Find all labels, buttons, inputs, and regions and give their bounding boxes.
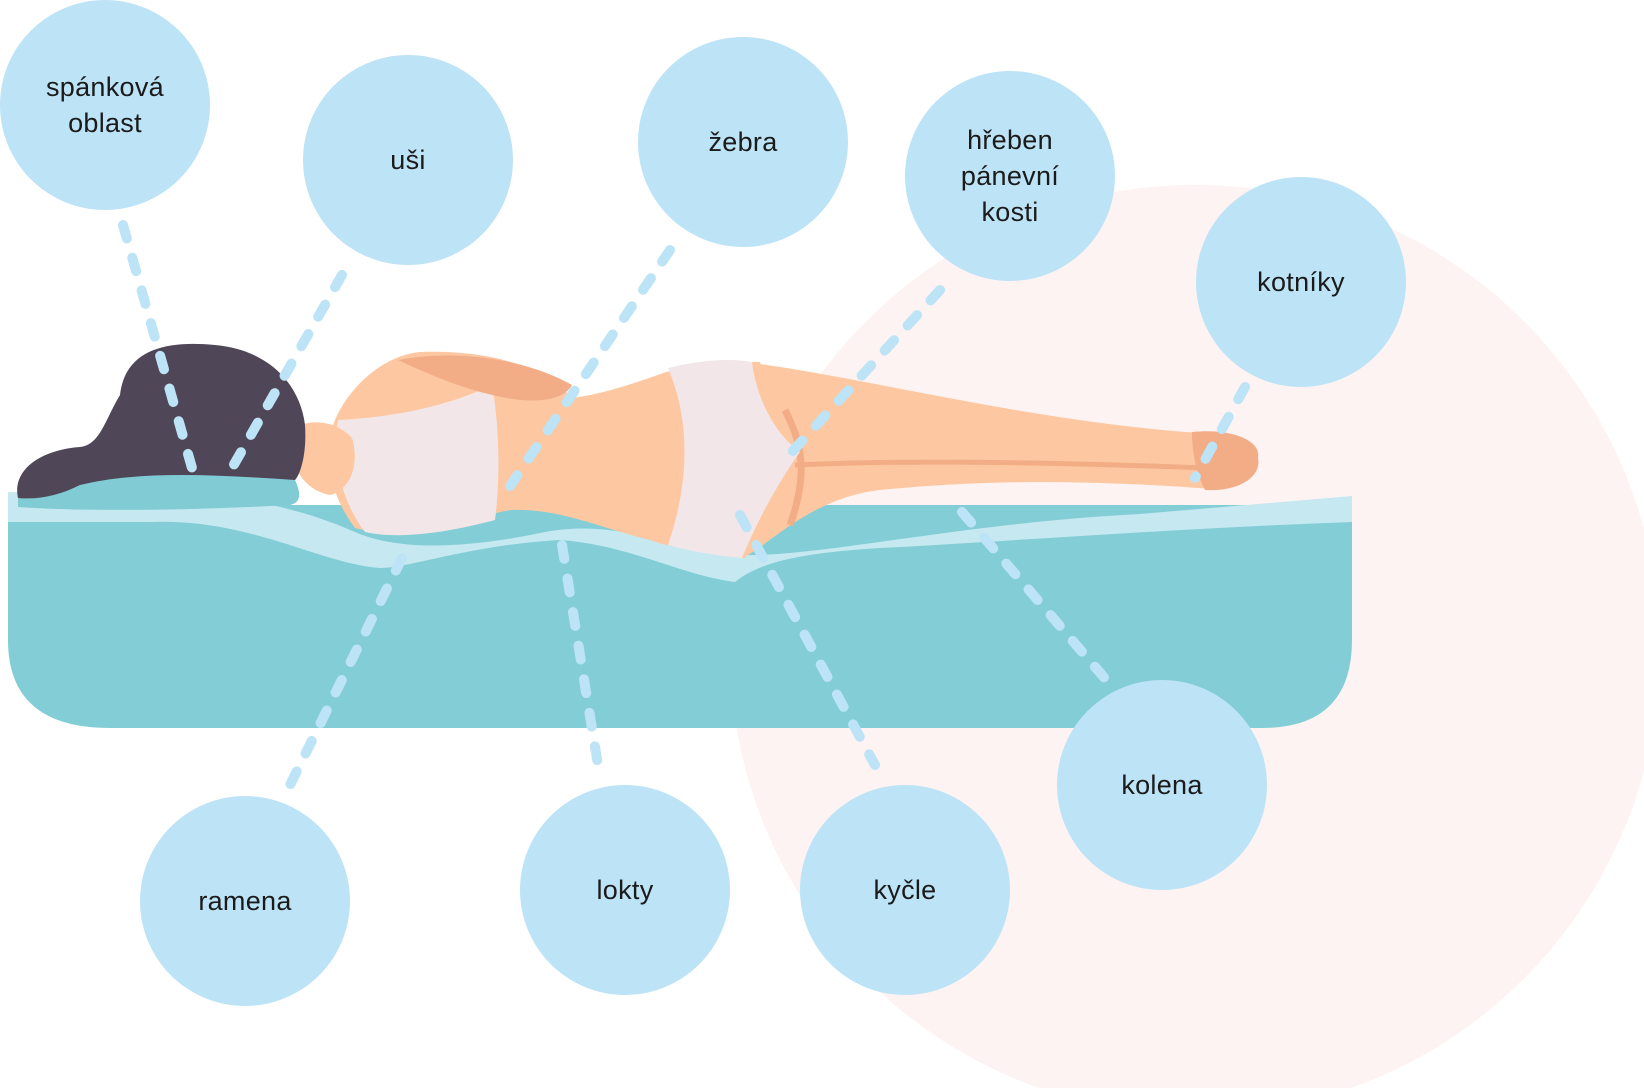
label-ribs: žebra: [638, 37, 848, 247]
woman-figure: [17, 343, 1259, 558]
label-elbows: lokty: [520, 785, 730, 995]
leader-line-iliac-crest: [775, 285, 945, 470]
leader-line-ears: [227, 270, 347, 473]
leader-line-temple: [118, 220, 197, 473]
label-shoulders: ramena: [140, 796, 350, 1006]
arm: [398, 355, 572, 401]
label-ankles: kotníky: [1196, 177, 1406, 387]
leader-line-knees: [957, 507, 1113, 687]
leader-line-hips: [735, 510, 880, 770]
underwear: [668, 360, 800, 558]
leg-divider: [794, 459, 1206, 471]
label-ears: uši: [303, 55, 513, 265]
label-iliac-crest: hřeben pánevní kosti: [905, 71, 1115, 281]
mattress: [8, 492, 1352, 728]
leader-line-ribs: [505, 245, 675, 491]
mattress-top-layer: [8, 492, 1352, 582]
leader-line-ankles: [1190, 382, 1250, 483]
leader-lines: [118, 220, 1250, 790]
leader-line-elbows: [557, 540, 603, 770]
label-hips: kyčle: [800, 785, 1010, 995]
label-temple: spánková oblast: [0, 0, 210, 210]
thigh-shadow: [781, 408, 805, 527]
label-knees: kolena: [1057, 680, 1267, 890]
leader-line-shoulders: [285, 553, 407, 790]
bra: [336, 385, 499, 536]
